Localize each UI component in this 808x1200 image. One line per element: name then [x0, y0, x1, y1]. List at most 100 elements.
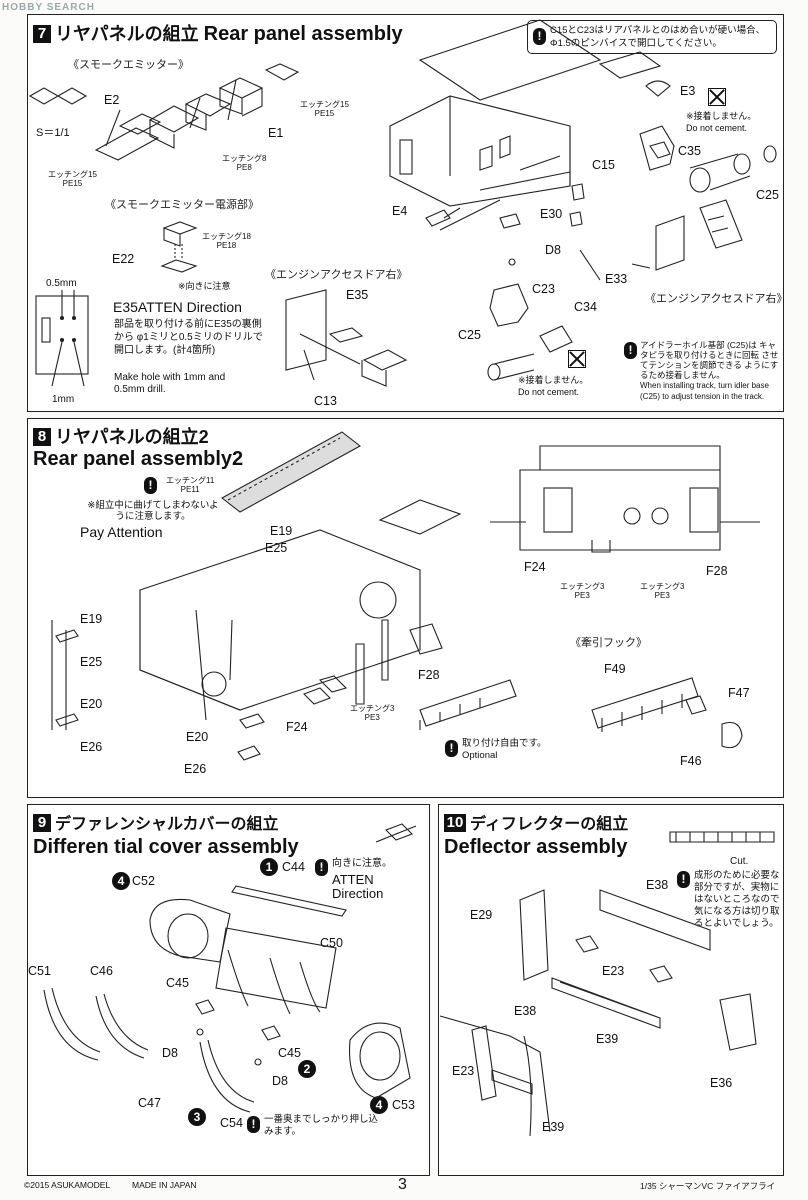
mm1-label: 1mm — [52, 394, 75, 405]
label-e19: E19 — [270, 524, 293, 538]
label-e20: E20 — [80, 697, 103, 711]
atten-9: ATTEN — [332, 872, 374, 887]
tow-hook-drawing — [591, 677, 743, 749]
label-c45: C45 — [166, 976, 189, 990]
push-note: !一番奥までしっかり押し込みます。 — [247, 1114, 384, 1138]
engine-door-drawing — [285, 289, 408, 387]
warning-icon: ! — [624, 342, 637, 359]
step7-note-box: !C15とC23はリアパネルとのはめ合いが硬い場合、Φ1.5のピンバイスで開口し… — [527, 20, 777, 54]
label-e25: E25 — [265, 541, 288, 555]
label-e2: E2 — [104, 93, 120, 107]
label-c54: C54 — [220, 1116, 243, 1130]
label-c15: C15 — [592, 158, 615, 172]
direction-note: ※向きに注意 — [178, 281, 231, 291]
label-c13: C13 — [314, 394, 337, 408]
label-f46: F46 — [680, 754, 702, 768]
label-f49: F49 — [604, 662, 626, 676]
atten-direction: E35ATTEN Direction — [113, 299, 242, 315]
label-d8: D8 — [162, 1046, 178, 1060]
label-c25: C25 — [756, 188, 779, 202]
label-e38-b: E38 — [514, 1004, 537, 1018]
product-name: 1/35 シャーマンVC ファイアフライ — [640, 1181, 776, 1191]
step10-number: 10 — [444, 814, 466, 832]
optional-note: !取り付け自由です。Optional — [445, 738, 547, 762]
order-1: 1 — [260, 858, 278, 876]
label-e3: E3 — [680, 84, 696, 98]
hull-step8-drawing — [139, 431, 517, 761]
label-c35: C35 — [678, 144, 701, 158]
step7-panel — [27, 14, 784, 412]
warning-icon: ! — [144, 477, 157, 494]
page-number: 3 — [398, 1176, 407, 1193]
label-e39: E39 — [596, 1032, 619, 1046]
label-f24: F24 — [286, 720, 308, 734]
no-cement-1: ※接着しません。Do not cement. — [686, 111, 757, 133]
cut-note: !成形のために必要な部分ですが、実物にはないところなので気になる方は切り取るとよ… — [677, 870, 780, 930]
scale-label: S＝1/1 — [36, 127, 70, 139]
label-e1: E1 — [268, 126, 284, 140]
label-e36: E36 — [710, 1076, 733, 1090]
sub-smoke-emitter: 《スモークエミッター》 — [68, 59, 189, 71]
step7-number: 7 — [33, 25, 51, 43]
lower-parts-drawing — [425, 183, 651, 381]
watermark-logo: HOBBY SEARCH — [2, 2, 95, 13]
made-in-japan: MADE IN JAPAN — [132, 1180, 197, 1190]
label-c34: C34 — [574, 300, 597, 314]
bend-note: ※組立中に曲げてしまわないように注意します。 — [87, 500, 219, 522]
smoke-power-drawing — [160, 221, 198, 273]
order-4b: 4 — [370, 1096, 388, 1114]
warning-icon: ! — [445, 740, 458, 757]
label-d8-b: D8 — [272, 1074, 288, 1088]
label-c23: C23 — [532, 282, 555, 296]
label-e38: E38 — [646, 878, 669, 892]
sub-engine-door-right-2: 《エンジンアクセスドア右》 — [645, 293, 788, 305]
step9-panel — [27, 804, 430, 1176]
sub-engine-door-right: 《エンジンアクセスドア右》 — [265, 269, 408, 281]
rear-view-drawing — [490, 445, 760, 553]
left-edge-drawing — [51, 620, 79, 730]
label-c47: C47 — [138, 1096, 161, 1110]
label-e39-b: E39 — [542, 1120, 565, 1134]
label-e26: E26 — [80, 740, 103, 754]
label-c46: C46 — [90, 964, 113, 978]
differential-drawing — [43, 823, 417, 1113]
label-c25-b: C25 — [458, 328, 481, 342]
label-e26-b: E26 — [184, 762, 207, 776]
label-e30: E30 — [540, 207, 563, 221]
label-f28: F28 — [418, 668, 440, 682]
label-e20-b: E20 — [186, 730, 209, 744]
label-e22: E22 — [112, 252, 135, 266]
drill-note-jp: 部品を取り付ける前にE35の裏側から φ1ミリと0.5ミリのドリルで開口します。… — [114, 319, 263, 356]
label-e33: E33 — [605, 272, 628, 286]
label-c52: C52 — [132, 874, 155, 888]
mm05-label: 0.5mm — [46, 278, 77, 289]
drill-diagram-drawing — [35, 290, 89, 387]
no-cement-2: ※接着しません。Do not cement. — [518, 375, 589, 397]
label-e4: E4 — [392, 204, 408, 218]
label-e19-b: E19 — [80, 612, 103, 626]
order-2: 2 — [298, 1060, 316, 1078]
label-f24-b: F24 — [524, 560, 546, 574]
idler-note: ! アイドラーホイル基部 (C25)は キャタピラを取り付けるときに回転 させて… — [624, 340, 780, 402]
step10-panel — [438, 804, 784, 1176]
drill-note-en: Make hole with 1mm and 0.5mm drill. — [114, 372, 226, 395]
hull-rear-drawing — [389, 19, 662, 231]
label-f47: F47 — [728, 686, 750, 700]
label-c53: C53 — [392, 1098, 415, 1112]
label-c45-b: C45 — [278, 1046, 301, 1060]
label-e25-b: E25 — [80, 655, 103, 669]
label-e23-b: E23 — [452, 1064, 475, 1078]
step9-number: 9 — [33, 814, 51, 832]
tow-hook-label: 《牽引フック》 — [570, 637, 647, 649]
